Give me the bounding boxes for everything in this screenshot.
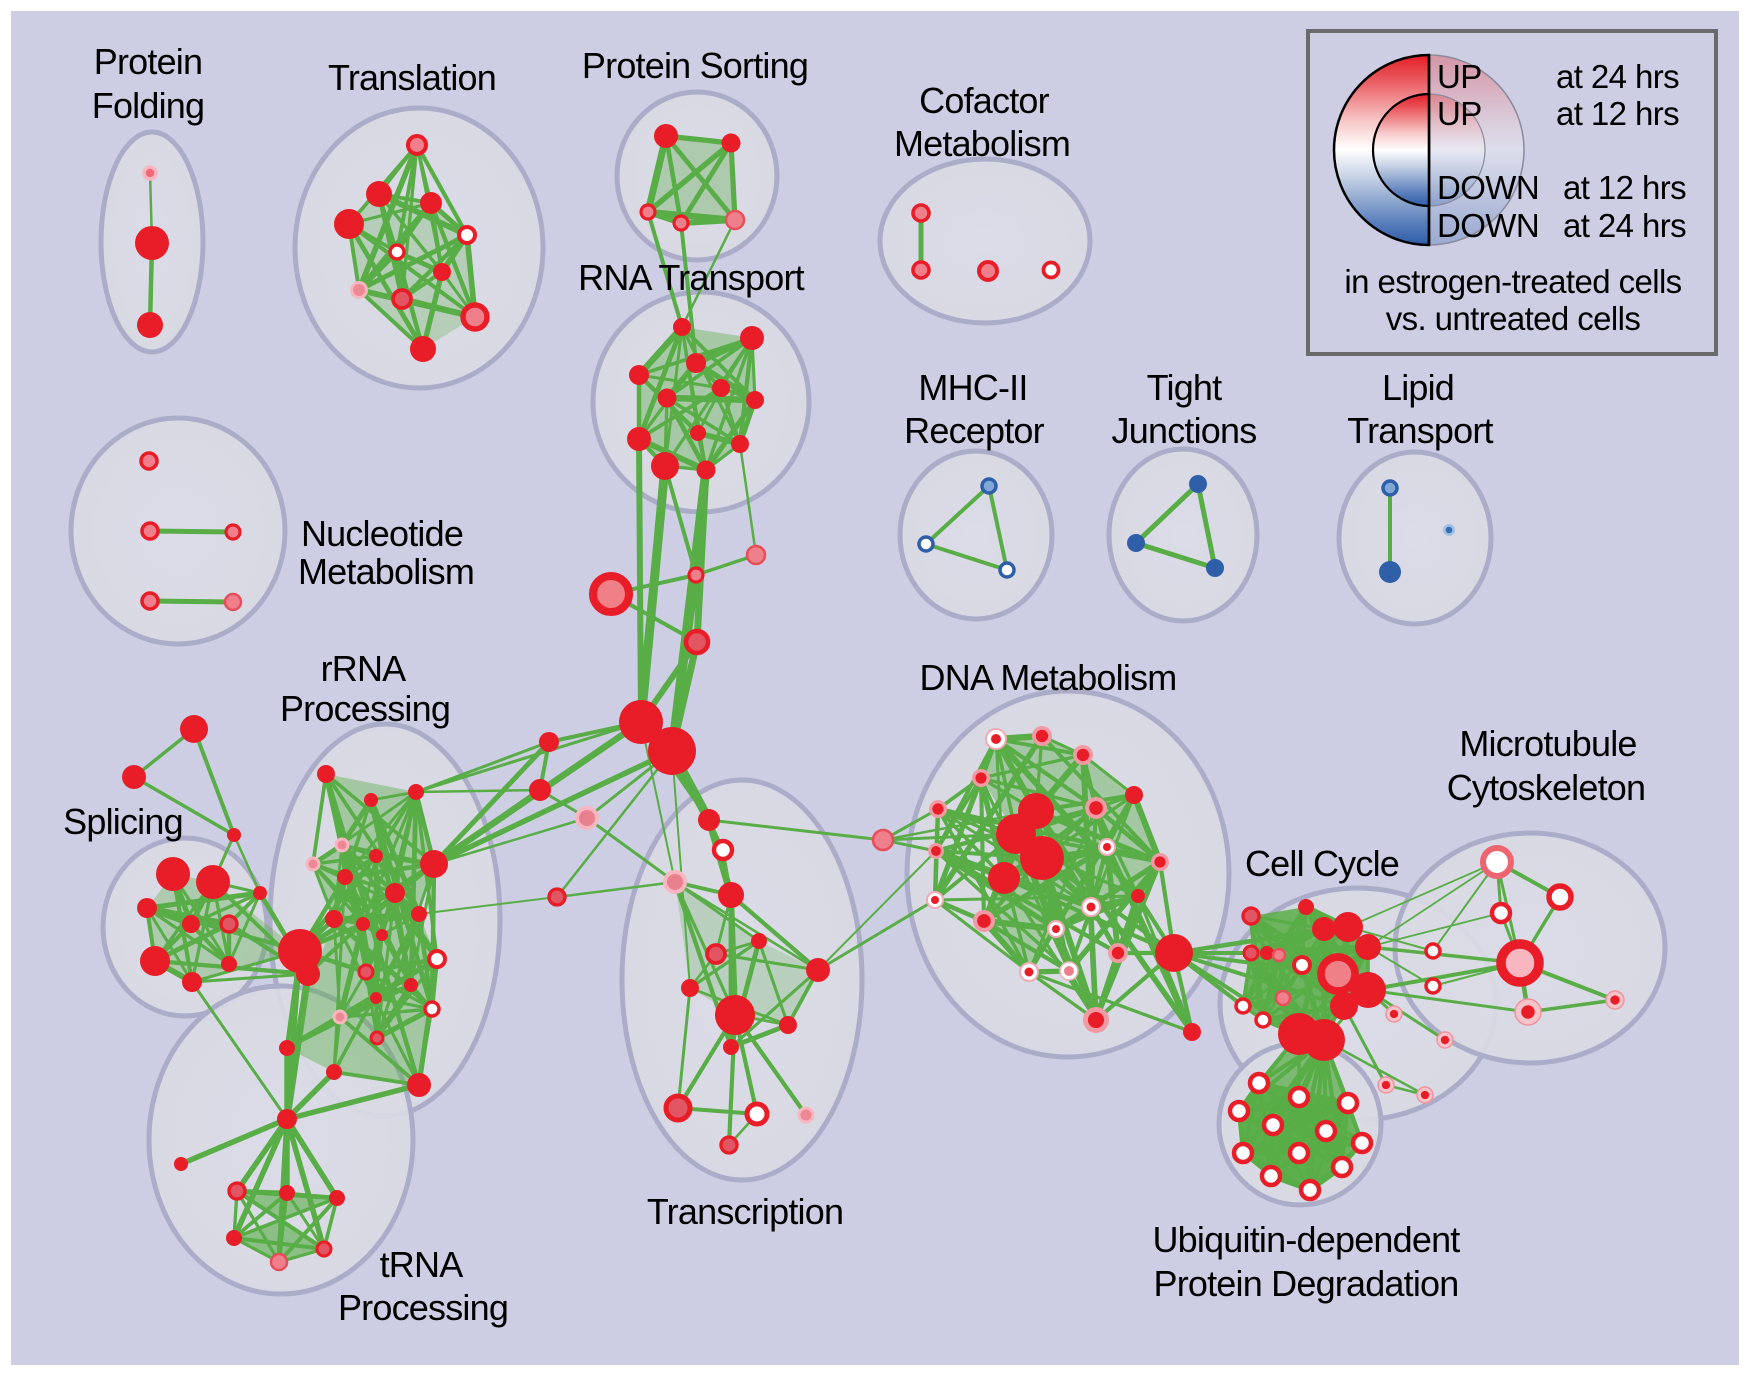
svg-text:Protein: Protein [94,41,202,82]
svg-text:Transport: Transport [1347,410,1493,451]
svg-text:Cytoskeleton: Cytoskeleton [1447,767,1646,808]
svg-text:vs. untreated cells: vs. untreated cells [1386,300,1641,337]
svg-text:Transcription: Transcription [647,1191,843,1232]
svg-text:tRNA: tRNA [380,1244,464,1285]
svg-text:at 24 hrs: at 24 hrs [1563,207,1686,244]
svg-text:RNA Transport: RNA Transport [578,257,804,298]
svg-text:DOWN: DOWN [1437,169,1539,206]
svg-text:at 12 hrs: at 12 hrs [1556,95,1679,132]
svg-text:Cofactor: Cofactor [919,80,1049,121]
svg-text:DNA Metabolism: DNA Metabolism [920,657,1177,698]
svg-text:Protein Sorting: Protein Sorting [582,45,808,86]
svg-text:Cell Cycle: Cell Cycle [1245,843,1399,884]
svg-text:Processing: Processing [280,688,450,729]
svg-text:Translation: Translation [328,57,496,98]
svg-text:in estrogen-treated cells: in estrogen-treated cells [1344,263,1681,300]
svg-text:UP: UP [1437,58,1482,95]
svg-text:at 12 hrs: at 12 hrs [1563,169,1686,206]
svg-text:DOWN: DOWN [1437,207,1539,244]
svg-text:Lipid: Lipid [1382,367,1454,408]
svg-text:Receptor: Receptor [904,410,1044,451]
svg-text:Splicing: Splicing [63,801,183,842]
svg-text:Microtubule: Microtubule [1459,723,1636,764]
svg-text:Folding: Folding [92,85,204,126]
svg-text:Metabolism: Metabolism [894,123,1070,164]
svg-text:Junctions: Junctions [1112,410,1257,451]
svg-text:rRNA: rRNA [321,648,407,689]
svg-text:Nucleotide: Nucleotide [301,513,463,554]
svg-text:Protein Degradation: Protein Degradation [1153,1263,1458,1304]
svg-text:Processing: Processing [338,1287,508,1328]
svg-text:at 24 hrs: at 24 hrs [1556,58,1679,95]
svg-text:MHC-II: MHC-II [918,367,1027,408]
svg-text:UP: UP [1437,95,1482,132]
svg-text:Metabolism: Metabolism [298,551,474,592]
svg-text:Tight: Tight [1147,367,1222,408]
svg-text:Ubiquitin-dependent: Ubiquitin-dependent [1152,1219,1460,1260]
